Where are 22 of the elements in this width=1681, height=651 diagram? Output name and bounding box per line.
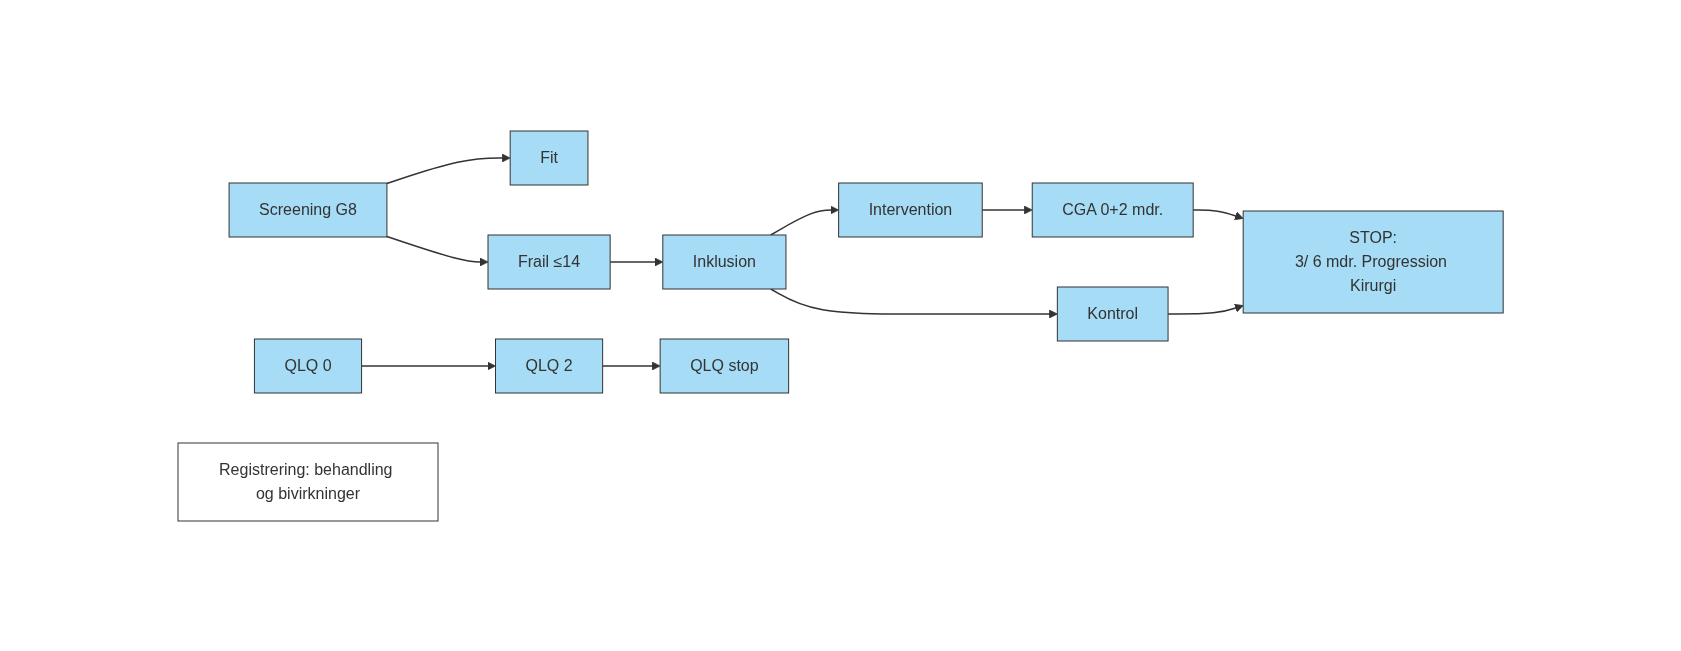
arrow [981, 205, 1033, 214]
node-box: Frail ≤14 [487, 234, 611, 289]
node-box: STOP: 3/ 6 mdr. Progression Kirurgi [1242, 210, 1504, 313]
node-box: Fit [509, 130, 589, 185]
arrow [386, 235, 489, 266]
node-box: QLQ 0 [253, 338, 362, 393]
arrow [1167, 303, 1244, 315]
arrow [360, 361, 496, 370]
node-box: Registrering: behandling og bivirkninger [177, 442, 439, 521]
arrow [1192, 208, 1244, 220]
node-box: Kontrol [1056, 286, 1169, 341]
node-box: QLQ stop [659, 338, 790, 393]
arrow [609, 257, 664, 266]
node-box: Intervention [838, 182, 983, 237]
arrow [769, 205, 839, 236]
node-box: Inklusion [662, 234, 787, 289]
arrow [386, 153, 511, 184]
node-box: QLQ 2 [494, 338, 604, 393]
node-box: CGA 0+2 mdr. [1031, 182, 1194, 237]
arrow [601, 361, 661, 370]
arrow [769, 287, 1058, 318]
node-box: Screening G8 [228, 182, 388, 237]
